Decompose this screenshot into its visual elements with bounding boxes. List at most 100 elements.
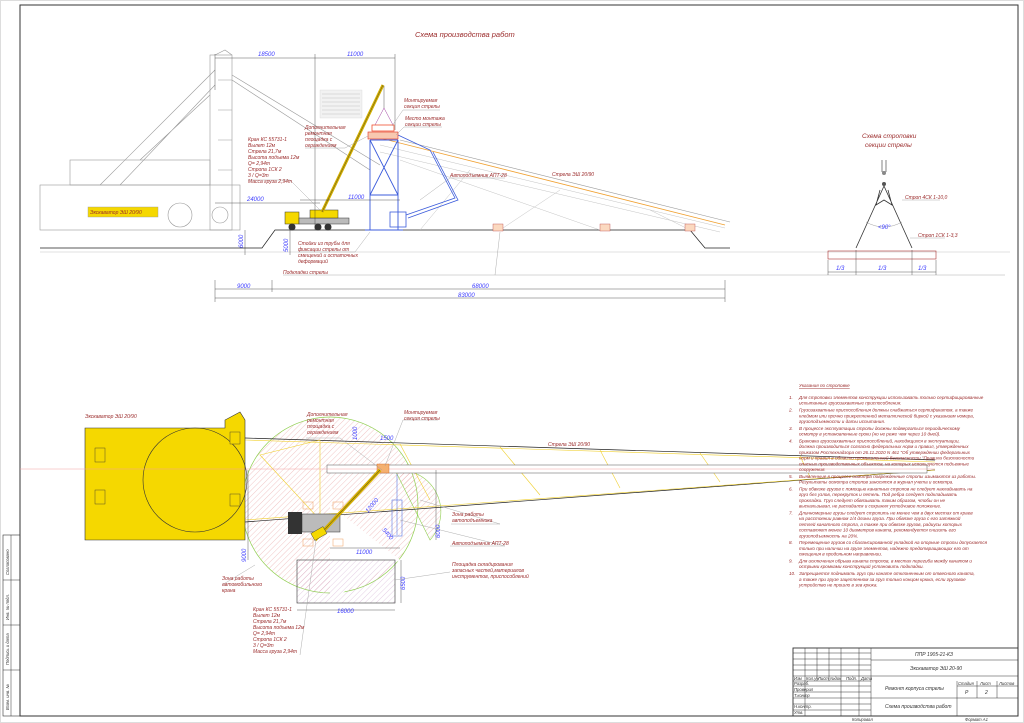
- lift-zone-label: Зона работы автоподъемника: [419, 499, 501, 525]
- note-line: выскальзывал, не распадался и сохранял у…: [799, 503, 941, 509]
- note-line: Перемещение грузов со сбалансированной у…: [799, 539, 988, 545]
- note-line: грузоподъемности и даты испытания.: [799, 419, 885, 424]
- note-line: петлей канатного стропа, а также при обв…: [799, 521, 963, 527]
- sling1-label: Строп 4СК 1-10,0: [905, 195, 948, 201]
- svg-text:Место монтажа: Место монтажа: [405, 116, 445, 122]
- note-line: При обвязке грузов с помощью канатных ст…: [799, 487, 973, 492]
- note-number: 4.: [789, 439, 793, 444]
- svg-text:смещений и остаточных: смещений и остаточных: [298, 252, 358, 259]
- svg-text:Вылет 12м: Вылет 12м: [253, 613, 281, 619]
- sheet-value: 2: [984, 690, 988, 696]
- mounted-section-label: Монтируемая секция стрелы: [391, 98, 440, 127]
- svg-text:9000: 9000: [242, 548, 248, 562]
- svg-text:Кран КС 55731-1: Кран КС 55731-1: [253, 607, 292, 613]
- svg-text:секция стрелы: секция стрелы: [404, 416, 440, 422]
- note-line: Длинномерные грузы следует стропить не м…: [798, 511, 973, 516]
- svg-text:деформаций: деформаций: [298, 258, 328, 265]
- note-line: на расстоянии равном 1/4 длины груза. Пр…: [799, 515, 961, 521]
- strip-label: Взам. инв. №: [5, 684, 10, 710]
- inner-frame: [19, 4, 1019, 717]
- note-line: Для исключения обрыва каната стропов, в …: [798, 559, 972, 564]
- dim-83000: 83000: [458, 293, 475, 299]
- dim-5000: 5000: [284, 238, 290, 252]
- note-line: смещения в продольном направлении.: [799, 552, 882, 557]
- excavator-elevation: Экскаватор ЭШ 20/90: [39, 49, 381, 231]
- svg-text:ограждением: ограждением: [305, 143, 337, 149]
- note-number: 2.: [788, 408, 793, 413]
- third-label: 1/3: [878, 266, 887, 272]
- boom-label: Стрела ЭШ 20/90: [552, 172, 594, 178]
- strip-label: Согласовано: [5, 549, 10, 575]
- svg-text:инструментов, приспособлений: инструментов, приспособлений: [452, 573, 529, 580]
- svg-text:Монтируемая: Монтируемая: [404, 410, 438, 416]
- svg-text:Т.контр: Т.контр: [794, 693, 810, 698]
- note-line: груз без узлов, перекруток и петель. Под…: [799, 492, 958, 497]
- aerial-lift: [389, 134, 459, 228]
- note-line: а также при грузе зацепленном за груз то…: [799, 577, 966, 582]
- excavator-boom-elevation: [379, 137, 731, 233]
- note-line: Для строповки элементов конструкции испо…: [798, 395, 984, 400]
- svg-text:Монтируемая: Монтируемая: [404, 98, 438, 104]
- crane-specs-plan: Кран КС 55731-1 Вылет 12м Стрела 21,7м В…: [253, 539, 317, 656]
- sheet-name: Схема производства работ: [885, 704, 952, 710]
- svg-text:16000: 16000: [337, 609, 354, 615]
- note-line: клеймом или прочно прикрепленной металли…: [799, 412, 974, 418]
- svg-text:Стрела 21,7м: Стрела 21,7м: [248, 149, 282, 155]
- svg-text:Дополнительная: Дополнительная: [306, 412, 348, 418]
- note-number: 7.: [789, 511, 793, 516]
- sling-title: Схема строповки: [862, 133, 917, 140]
- sling-scheme: Схема строповки секции стрелы <90° Строп…: [827, 133, 958, 275]
- crane-specs-elevation: Кран КС 55731-1 Вылет 12м Стрела 21,7м В…: [248, 137, 321, 211]
- note-number: 10.: [789, 571, 795, 576]
- svg-text:1000: 1000: [353, 426, 359, 440]
- ground-line: [40, 229, 730, 249]
- svg-text:Вылет 12м: Вылет 12м: [248, 143, 276, 149]
- aerial-lift-plan: [391, 474, 403, 537]
- svg-text:Кран КС 55731-1: Кран КС 55731-1: [248, 137, 287, 143]
- left-strip: Взам. инв. № Подпись и дата Инв. № подл.…: [2, 534, 21, 717]
- note-line: острыми кромками конструкций установить …: [799, 563, 924, 569]
- svg-text:№док: №док: [830, 676, 842, 681]
- note-number: 9.: [789, 559, 793, 564]
- boom-label-plan: Стрела ЭШ 20/90: [548, 442, 590, 448]
- dim-18500: 18500: [258, 52, 275, 58]
- crane-zone-label: Зона работы автомобильного крана: [221, 564, 262, 594]
- note-line: Результаты осмотра стропов заносятся в ж…: [799, 480, 953, 485]
- note-line: грузоподъемность на 20%.: [799, 533, 858, 538]
- svg-text:Лист: Лист: [979, 681, 991, 686]
- excavator-label-plan: Экскаватор ЭШ 20/90: [85, 414, 137, 420]
- support-tower: [365, 139, 403, 231]
- note-number: 1.: [789, 395, 793, 400]
- stage-value: Р: [965, 690, 969, 696]
- svg-text:Утв.: Утв.: [794, 710, 804, 715]
- note-line: опасных производственных объектов, на ко…: [799, 461, 969, 466]
- svg-text:Стропа 1СК 2: Стропа 1СК 2: [248, 167, 282, 173]
- truck-crane-plan: [288, 468, 382, 547]
- title-block: [792, 647, 1019, 717]
- svg-text:1500: 1500: [380, 436, 394, 442]
- third-label: 1/3: [836, 266, 845, 272]
- svg-text:площадка с: площадка с: [307, 424, 335, 430]
- svg-text:ограждением: ограждением: [307, 430, 339, 436]
- dim-68000: 68000: [472, 284, 489, 290]
- note-number: 5.: [789, 474, 793, 479]
- excavator-plan: Экскаватор ЭШ 20/90: [20, 411, 248, 541]
- svg-text:Изм: Изм: [794, 676, 802, 681]
- object-name: Экскаватор ЭШ 20-90: [910, 666, 962, 672]
- note-line: Грузозахватные приспособления должны сна…: [799, 408, 973, 413]
- work-name: Ремонт корпуса стрелы: [885, 686, 944, 692]
- svg-text:ремонтная: ремонтная: [306, 418, 334, 424]
- sling-angle: <90°: [878, 225, 891, 231]
- svg-text:3 / Q=3т: 3 / Q=3т: [253, 643, 274, 649]
- format-label: Формат А1: [965, 717, 988, 722]
- svg-text:Q= 2,94т: Q= 2,94т: [248, 161, 270, 167]
- notes-title: Указания по строповке: [799, 383, 850, 388]
- svg-text:Q= 2,94т: Q= 2,94т: [253, 631, 275, 637]
- svg-text:Зона работы: Зона работы: [222, 576, 254, 582]
- svg-text:Дополнительная: Дополнительная: [304, 125, 346, 131]
- crane-load-chart: [319, 89, 363, 119]
- svg-text:Стрела 21,7м: Стрела 21,7м: [253, 619, 287, 625]
- note-line: осмотру в установленные сроки (но не реж…: [799, 431, 940, 437]
- svg-text:Дата: Дата: [860, 676, 873, 681]
